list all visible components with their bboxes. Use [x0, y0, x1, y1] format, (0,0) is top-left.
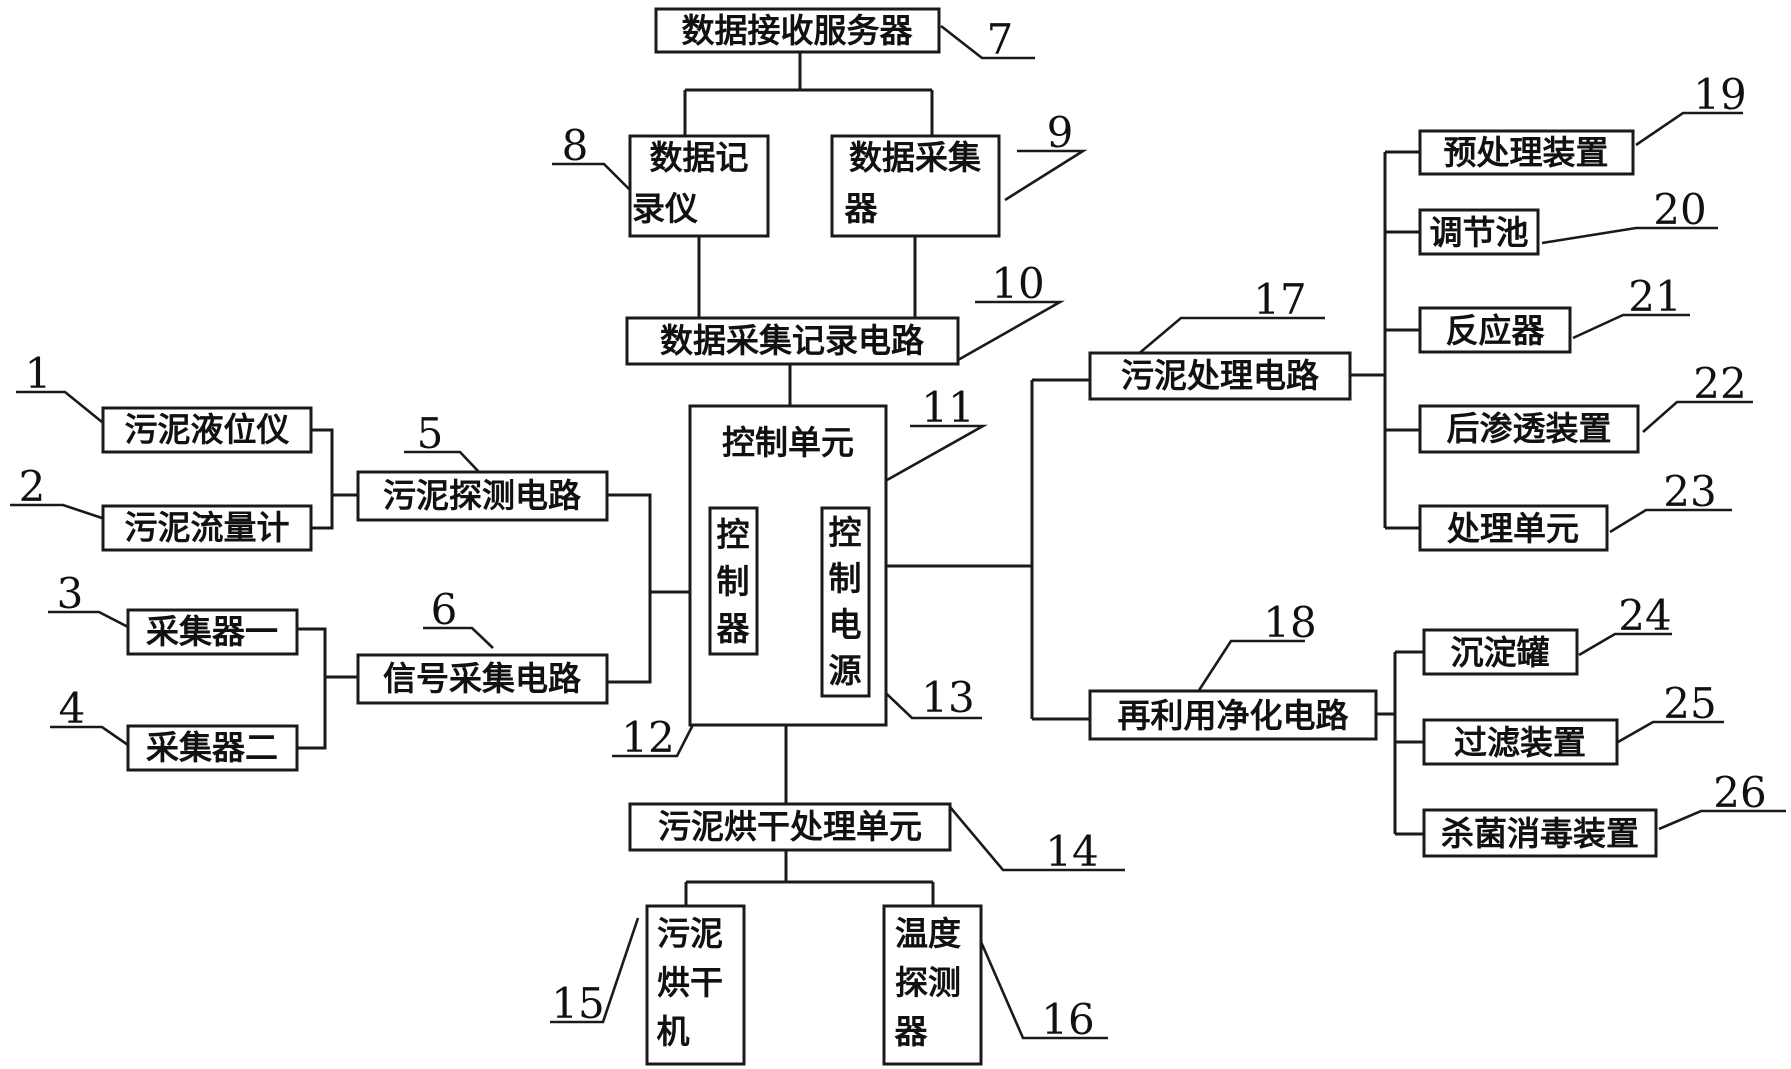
block-label: 污泥流量计: [125, 508, 290, 547]
block-label: 后渗透装置: [1447, 409, 1612, 448]
ref-number-17: 17: [1253, 275, 1306, 324]
ref-number-26: 26: [1713, 768, 1766, 817]
block-label: 再利用净化电路: [1118, 696, 1350, 735]
ref-number-5: 5: [417, 409, 444, 458]
block-sludge-drying-unit: 污泥烘干处理单元: [628, 802, 952, 852]
ref-number-7: 7: [987, 15, 1014, 64]
block-label-line-2: 烘干: [657, 963, 723, 1002]
block-signal-acquisition-circuit: 信号采集电路: [356, 653, 609, 705]
block-label-line-3: 机: [657, 1012, 690, 1051]
block-sterilization-device: 杀菌消毒装置: [1422, 808, 1658, 858]
block-label-line-2: 制: [717, 562, 750, 601]
block-label: 反应器: [1446, 311, 1546, 350]
block-label-line-2: 探测: [895, 963, 961, 1002]
ref-number-10: 10: [991, 259, 1044, 308]
block-control-power-supply: 控 制 电 源: [820, 506, 871, 698]
block-label: 采集器一: [146, 612, 278, 651]
block-label-line-2: 制: [829, 559, 862, 598]
block-pretreatment-device: 预处理装置: [1418, 129, 1635, 176]
block-sludge-level-meter: 污泥液位仪: [101, 406, 313, 454]
block-collector-one: 采集器一: [126, 608, 299, 656]
ref-number-16: 16: [1041, 995, 1094, 1044]
block-label-line-1: 控: [717, 515, 750, 554]
block-filter-device: 过滤装置: [1422, 718, 1619, 766]
block-label: 预处理装置: [1444, 133, 1609, 172]
ref-number-19: 19: [1693, 70, 1746, 119]
block-label: 沉淀罐: [1451, 633, 1550, 672]
block-label: 杀菌消毒装置: [1441, 814, 1639, 853]
block-label: 数据采集记录电路: [660, 321, 925, 360]
ref-number-25: 25: [1663, 679, 1716, 728]
block-label: 数据接收服务器: [682, 11, 914, 50]
block-label-line-3: 器: [717, 609, 751, 648]
block-label-line-3: 电: [829, 605, 862, 644]
ref-number-18: 18: [1263, 598, 1316, 647]
block-reuse-purification-circuit: 再利用净化电路: [1088, 689, 1378, 741]
block-controller: 控 制 器: [708, 506, 759, 656]
ref-number-15: 15: [551, 979, 604, 1028]
block-reactor: 反应器: [1418, 306, 1572, 354]
block-processing-unit: 处理单元: [1418, 504, 1609, 552]
block-label-line-1: 温度: [895, 914, 961, 953]
ref-number-23: 23: [1663, 467, 1716, 516]
block-label: 污泥探测电路: [383, 476, 582, 515]
block-sludge-dryer: 污泥 烘干 机: [645, 904, 746, 1066]
block-label-line-3: 器: [895, 1012, 929, 1051]
block-label-line-1: 控: [829, 513, 862, 552]
ref-number-12: 12: [621, 713, 674, 762]
block-post-osmosis-device: 后渗透装置: [1418, 404, 1640, 454]
ref-number-1: 1: [25, 349, 52, 398]
ref-number-3: 3: [57, 569, 84, 618]
ref-number-11: 11: [921, 383, 974, 432]
reference-numbers: 1 2 3 4 5 6 7 8 9 10 11 12 13 14 15 16 1…: [19, 15, 1767, 1044]
block-label: 处理单元: [1446, 509, 1579, 548]
block-label-line-1: 污泥: [657, 914, 723, 953]
block-label: 污泥液位仪: [125, 410, 290, 449]
block-label-line-1: 数据记: [650, 138, 749, 177]
block-label: 采集器二: [146, 728, 278, 767]
ref-number-20: 20: [1653, 185, 1706, 234]
block-label: 控制单元: [722, 423, 854, 462]
ref-number-9: 9: [1047, 108, 1074, 157]
block-collector-two: 采集器二: [126, 724, 299, 772]
block-label-line-4: 源: [829, 651, 862, 690]
block-label: 调节池: [1430, 213, 1529, 252]
block-temperature-probe: 温度 探测 器: [882, 904, 983, 1066]
block-label-line-1: 数据采集: [849, 138, 981, 177]
block-sedimentation-tank: 沉淀罐: [1422, 628, 1579, 676]
block-label: 污泥处理电路: [1121, 356, 1320, 395]
ref-number-22: 22: [1693, 359, 1746, 408]
block-sludge-detection-circuit: 污泥探测电路: [356, 470, 609, 522]
connection-lines: [297, 48, 1424, 906]
ref-number-8: 8: [562, 121, 589, 170]
block-data-collector: 数据采集 器: [830, 134, 1001, 238]
ref-number-14: 14: [1045, 827, 1098, 876]
block-label: 污泥烘干处理单元: [658, 807, 922, 846]
ref-number-4: 4: [59, 684, 86, 733]
ref-number-24: 24: [1618, 591, 1671, 640]
block-label: 过滤装置: [1454, 723, 1586, 762]
ref-number-13: 13: [921, 673, 974, 722]
leader-lines: [10, 24, 1786, 1040]
ref-number-2: 2: [19, 462, 46, 511]
block-data-recorder: 数据记 录仪: [628, 134, 770, 238]
ref-number-6: 6: [431, 585, 458, 634]
block-label: 信号采集电路: [383, 659, 582, 698]
block-sludge-treatment-circuit: 污泥处理电路: [1088, 351, 1352, 401]
block-label-line-2: 器: [845, 189, 879, 228]
block-label-line-2: 录仪: [632, 189, 698, 228]
block-sludge-flowmeter: 污泥流量计: [101, 504, 313, 552]
block-regulating-tank: 调节池: [1418, 208, 1540, 256]
block-data-acquisition-recording-circuit: 数据采集记录电路: [625, 316, 960, 366]
block-data-receiving-server: 数据接收服务器: [654, 7, 941, 54]
ref-number-21: 21: [1628, 272, 1681, 321]
